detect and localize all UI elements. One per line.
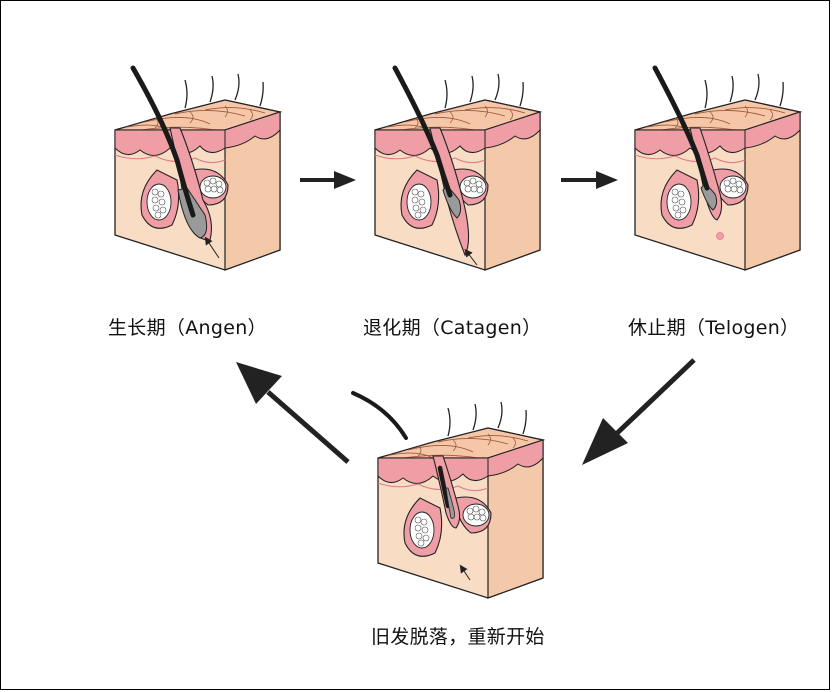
anagen-skin-block <box>114 65 281 271</box>
arrow-shedding-to-anagen <box>236 362 350 464</box>
arrow-anagen-to-catagen <box>300 171 356 189</box>
catagen-skin-block <box>374 65 541 271</box>
arrow-telogen-to-shedding <box>582 358 696 465</box>
telogen-label: 休止期（Telogen） <box>628 317 800 339</box>
anagen-label: 生长期（Angen） <box>108 317 267 339</box>
telogen-skin-block <box>634 65 801 271</box>
catagen-label: 退化期（Catagen） <box>363 317 542 339</box>
shedding-skin-block <box>351 391 544 599</box>
shedding-label: 旧发脱落，重新开始 <box>371 626 545 648</box>
arrow-catagen-to-telogen <box>561 171 618 189</box>
